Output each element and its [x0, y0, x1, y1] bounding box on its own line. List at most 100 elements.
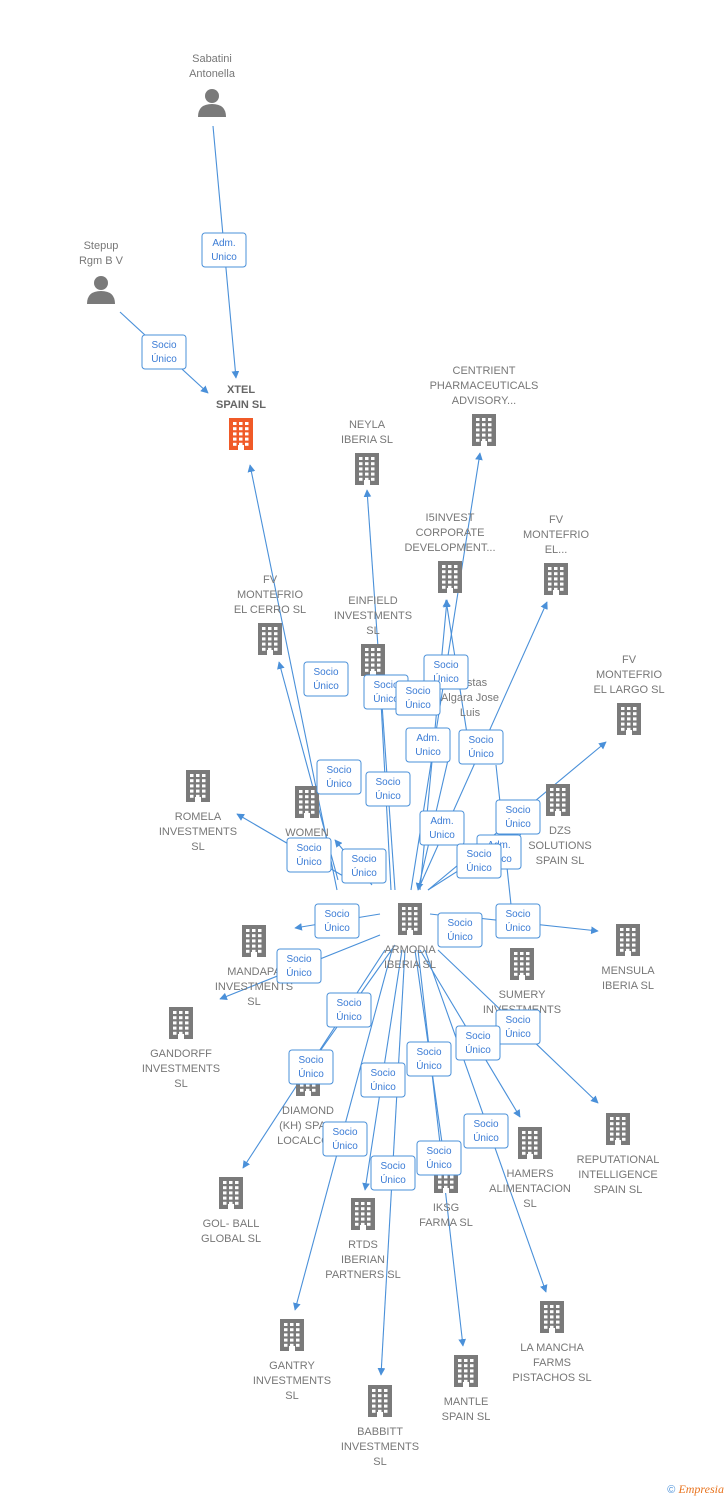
role-badge-text: Único	[465, 1043, 491, 1056]
node-label: INVESTMENTS	[142, 1063, 220, 1075]
role-badge-text: Único	[370, 1080, 396, 1093]
role-badge-text: Único	[473, 1131, 499, 1144]
node-label: Luis	[460, 707, 481, 719]
node-label: SL	[191, 841, 204, 853]
node-label: EL...	[545, 544, 568, 556]
role-badge[interactable]: Adm.Unico	[405, 727, 451, 763]
node-label: DEVELOPMENT...	[404, 542, 495, 554]
role-badge-text: Único	[324, 921, 350, 934]
node-centrient[interactable]: CENTRIENTPHARMACEUTICALSADVISORY...	[430, 365, 539, 446]
building-icon	[398, 903, 422, 935]
node-label: DIAMOND	[282, 1105, 334, 1117]
building-icon	[606, 1113, 630, 1145]
node-label: IBERIA SL	[602, 980, 654, 992]
role-badge[interactable]: Adm.Unico	[201, 232, 247, 268]
role-badge-text: Socio	[426, 1146, 451, 1157]
node-label: SL	[373, 1456, 386, 1468]
node-label: ARMODIA	[384, 944, 436, 956]
node-label: IBERIAN	[341, 1254, 385, 1266]
building-icon	[169, 1007, 193, 1039]
building-icon	[546, 784, 570, 816]
role-badge-text: Unico	[415, 747, 441, 758]
copyright-icon: ©	[667, 1484, 676, 1496]
node-label: INVESTMENTS	[334, 610, 412, 622]
role-badge-text: Único	[373, 692, 399, 705]
building-icon	[368, 1385, 392, 1417]
edge-armodia-to-xtel	[247, 464, 338, 891]
building-icon	[472, 414, 496, 446]
role-badge-text: Único	[332, 1139, 358, 1152]
role-badge-text: Único	[380, 1173, 406, 1186]
person-icon	[87, 276, 115, 304]
building-icon	[351, 1198, 375, 1230]
node-label: EL CERRO SL	[234, 604, 306, 616]
role-badge-text: Socio	[447, 918, 472, 929]
node-label: FARMS	[533, 1357, 571, 1369]
role-badge-text: Socio	[370, 1068, 395, 1079]
node-label: FV	[622, 654, 637, 666]
building-icon	[258, 623, 282, 655]
building-icon	[186, 770, 210, 802]
node-label: SL	[247, 996, 260, 1008]
role-badge-text: Socio	[416, 1047, 441, 1058]
node-fvmontefrio_el[interactable]: FVMONTEFRIOEL...	[523, 514, 589, 595]
empresia-logo[interactable]: Empresia	[678, 1482, 724, 1496]
node-label: CORPORATE	[416, 527, 485, 539]
node-i5invest[interactable]: I5INVESTCORPORATEDEVELOPMENT...	[404, 512, 496, 593]
node-label: Stepup	[84, 240, 119, 252]
role-badge-text: Unico	[429, 830, 455, 841]
role-badge-text: Único	[336, 1010, 362, 1023]
role-badge-text: Socio	[405, 686, 430, 697]
role-badge-text: Único	[351, 866, 377, 879]
node-label: Rgm B V	[79, 255, 124, 267]
node-label: LA MANCHA	[520, 1342, 584, 1354]
role-badge[interactable]: Adm.Unico	[419, 810, 465, 846]
